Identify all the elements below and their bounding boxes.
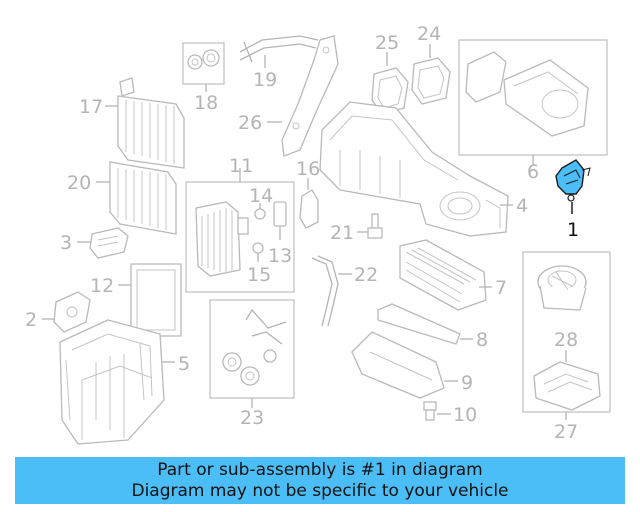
seal-8: [377, 303, 461, 345]
group-box-18: [182, 42, 225, 85]
highlighted-part-1: [555, 159, 585, 195]
part-label-15: 15: [247, 264, 271, 286]
sensor-13: [273, 201, 287, 227]
part-label-20: 20: [67, 172, 91, 194]
part-label-16: 16: [296, 158, 320, 180]
filter-frame-12: [130, 263, 182, 337]
part-label-6: 6: [527, 161, 539, 183]
part-label-5: 5: [178, 353, 190, 375]
insulation-9: [351, 331, 445, 399]
part-label-3: 3: [60, 232, 72, 254]
part-label-24: 24: [417, 23, 441, 45]
part-label-9: 9: [461, 372, 473, 394]
gasket-25: [371, 67, 409, 115]
part-label-4: 4: [516, 195, 528, 217]
part-label-13: 13: [268, 245, 292, 267]
part-label-12: 12: [90, 275, 114, 297]
blower-resistor-1: [555, 159, 591, 202]
control-module-28: [533, 361, 601, 411]
part-label-26: 26: [238, 112, 262, 134]
blower-motor-27: [537, 265, 587, 311]
part-label-19: 19: [253, 69, 277, 91]
cabin-filter-7: [399, 239, 487, 311]
heater-core-17: [117, 77, 185, 169]
part-label-22: 22: [354, 264, 378, 286]
valve-14: [254, 208, 266, 220]
grommets-18: [187, 49, 220, 70]
part-label-25: 25: [375, 32, 399, 54]
part-label-1: 1: [567, 219, 579, 241]
banner-line-1: Part or sub-assembly is #1 in diagram: [157, 460, 483, 480]
info-banner: Part or sub-assembly is #1 in diagram Di…: [15, 457, 625, 504]
o-ring-15: [252, 242, 264, 254]
banner-line-2: Diagram may not be specific to your vehi…: [131, 481, 509, 501]
hvac-housing-4: [319, 101, 509, 237]
evaporator-core-11: [195, 201, 249, 277]
part-label-18: 18: [194, 92, 218, 114]
part-label-11: 11: [229, 155, 253, 177]
part-label-7: 7: [495, 277, 507, 299]
part-label-27: 27: [554, 421, 578, 443]
part-label-28: 28: [554, 329, 578, 351]
actuator-2: [53, 291, 91, 333]
part-label-2: 2: [25, 309, 37, 331]
clip-16: [299, 178, 319, 229]
parts-diagram: 17 20 3 12 2 5 18: [25, 23, 611, 445]
part-label-14: 14: [249, 185, 273, 207]
lower-housing-5: [59, 319, 165, 445]
pipes-19: [239, 35, 319, 63]
hose-22: [311, 255, 339, 327]
part-label-10: 10: [453, 404, 477, 426]
module-3: [89, 227, 129, 259]
blower-housing-6: [465, 51, 589, 137]
part-label-21: 21: [330, 222, 354, 244]
bolt-21: [367, 213, 383, 239]
part-label-17: 17: [79, 96, 103, 118]
part-label-23: 23: [240, 407, 264, 429]
part-label-8: 8: [476, 329, 488, 351]
evaporator-20: [109, 161, 177, 235]
gasket-24: [411, 57, 451, 105]
seal-kit-23: [222, 308, 287, 386]
screw-10: [423, 401, 437, 421]
bracket-26: [281, 35, 339, 157]
